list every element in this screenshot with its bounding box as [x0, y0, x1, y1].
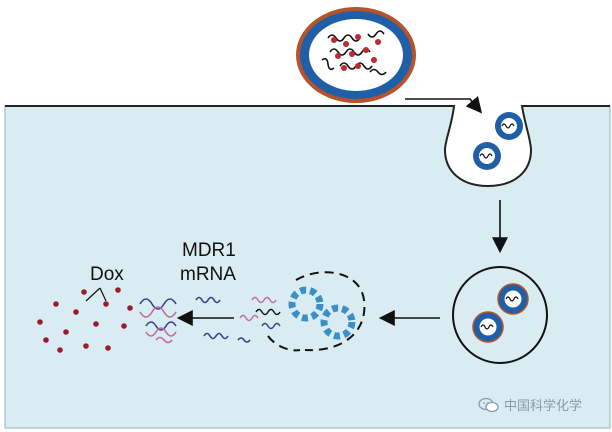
watermark-text: 中国科学化学: [504, 399, 583, 414]
endosome: [452, 266, 548, 364]
dox-molecules: [37, 287, 133, 353]
dox-label: Dox: [90, 264, 124, 285]
nanoparticle: [296, 7, 416, 103]
ruptured-endosome: [239, 271, 366, 352]
nanoparticle-in-pit-upper: [495, 112, 523, 140]
mdr1-mrna-strands: [195, 296, 251, 343]
dox-loaded-dots: [331, 34, 381, 71]
sirna-mrna-complex: [139, 298, 177, 344]
watermark: 中国科学化学: [478, 395, 582, 414]
nanoparticle-in-pit-lower: [473, 142, 501, 170]
mdr1-label: MDR1: [182, 240, 236, 261]
wechat-icon: [478, 397, 499, 412]
released-sirna: [239, 296, 281, 330]
mrna-label: mRNA: [180, 264, 236, 285]
uptake-arrow: [405, 96, 483, 114]
disassembling-nanoparticle: [288, 286, 324, 322]
plasma-membrane: [5, 105, 610, 188]
disassembling-nanoparticle: [320, 304, 356, 340]
dox-pointer-lines: [85, 287, 107, 302]
